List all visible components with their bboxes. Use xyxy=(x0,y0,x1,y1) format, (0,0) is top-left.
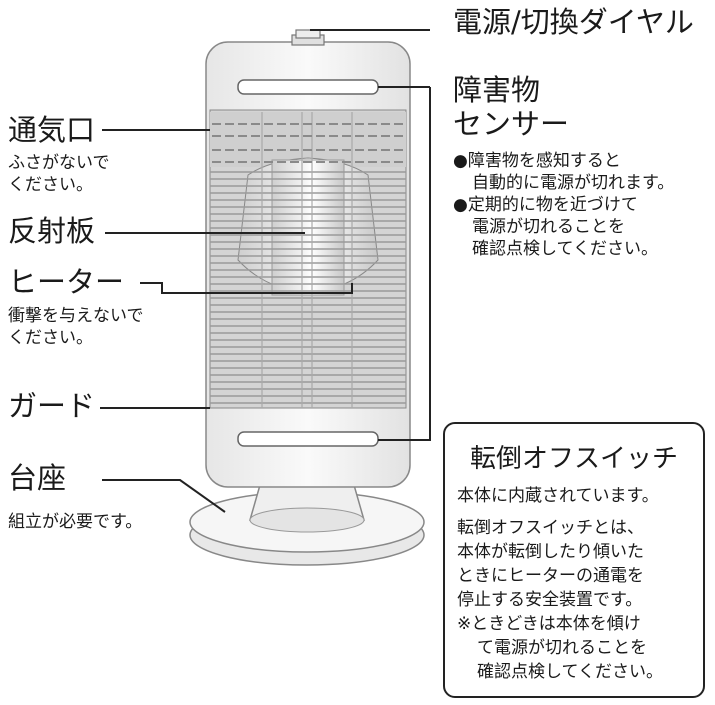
vent-slots xyxy=(212,123,404,163)
obstacle-sensor-top xyxy=(237,79,379,95)
obstacle-sensor-label-line2: センサー xyxy=(453,107,570,141)
sensor-note-2: 自動的に電源が切れます。 xyxy=(472,173,675,193)
obstacle-sensor-label-line1: 障害物 xyxy=(453,73,541,107)
vent-note-2: ください。 xyxy=(8,175,93,195)
guard-bars xyxy=(210,112,406,408)
tipover-switch-box: 転倒オフスイッチ 本体に内蔵されています。 転倒オフスイッチとは、 本体が転倒し… xyxy=(443,422,705,698)
base-stand xyxy=(189,477,425,566)
power-dial-label: 電源/切換ダイヤル xyxy=(453,5,694,39)
vent-note-1: ふさがないで xyxy=(8,153,110,173)
heater-label: ヒーター xyxy=(8,265,125,299)
sensor-note-5: 確認点検してください。 xyxy=(472,239,658,259)
sensor-note-3: ●定期的に物を近づけて xyxy=(453,195,638,215)
vent-label: 通気口 xyxy=(8,113,96,147)
base-note: 組立が必要です。 xyxy=(8,512,143,532)
guard-label: ガード xyxy=(8,389,96,423)
reflector-label: 反射板 xyxy=(8,214,96,248)
tipover-line-3: 本体が転倒したり傾いた xyxy=(457,542,644,562)
leader-lines xyxy=(100,29,431,513)
tipover-line-6: ※ときどきは本体を傾け xyxy=(457,614,641,634)
base-label: 台座 xyxy=(8,461,67,495)
power-dial-knob xyxy=(291,29,325,46)
obstacle-sensor-bottom xyxy=(237,431,379,447)
tipover-line-7: て電源が切れることを xyxy=(477,638,647,658)
tipover-line-1: 本体に内蔵されています。 xyxy=(457,486,659,506)
heater-note-2: ください。 xyxy=(8,328,93,348)
heater-note-1: 衝撃を与えないで xyxy=(8,306,144,326)
tipover-line-4: ときにヒーターの通電を xyxy=(457,566,644,586)
sensor-note-1: ●障害物を感知すると xyxy=(453,151,621,171)
tipover-line-8: 確認点検してください。 xyxy=(477,662,663,682)
sensor-note-4: 電源が切れることを xyxy=(472,217,625,237)
tipover-line-5: 停止する安全装置です。 xyxy=(457,590,643,610)
tipover-line-2: 転倒オフスイッチとは、 xyxy=(457,518,644,538)
tipover-switch-title: 転倒オフスイッチ xyxy=(469,444,678,474)
